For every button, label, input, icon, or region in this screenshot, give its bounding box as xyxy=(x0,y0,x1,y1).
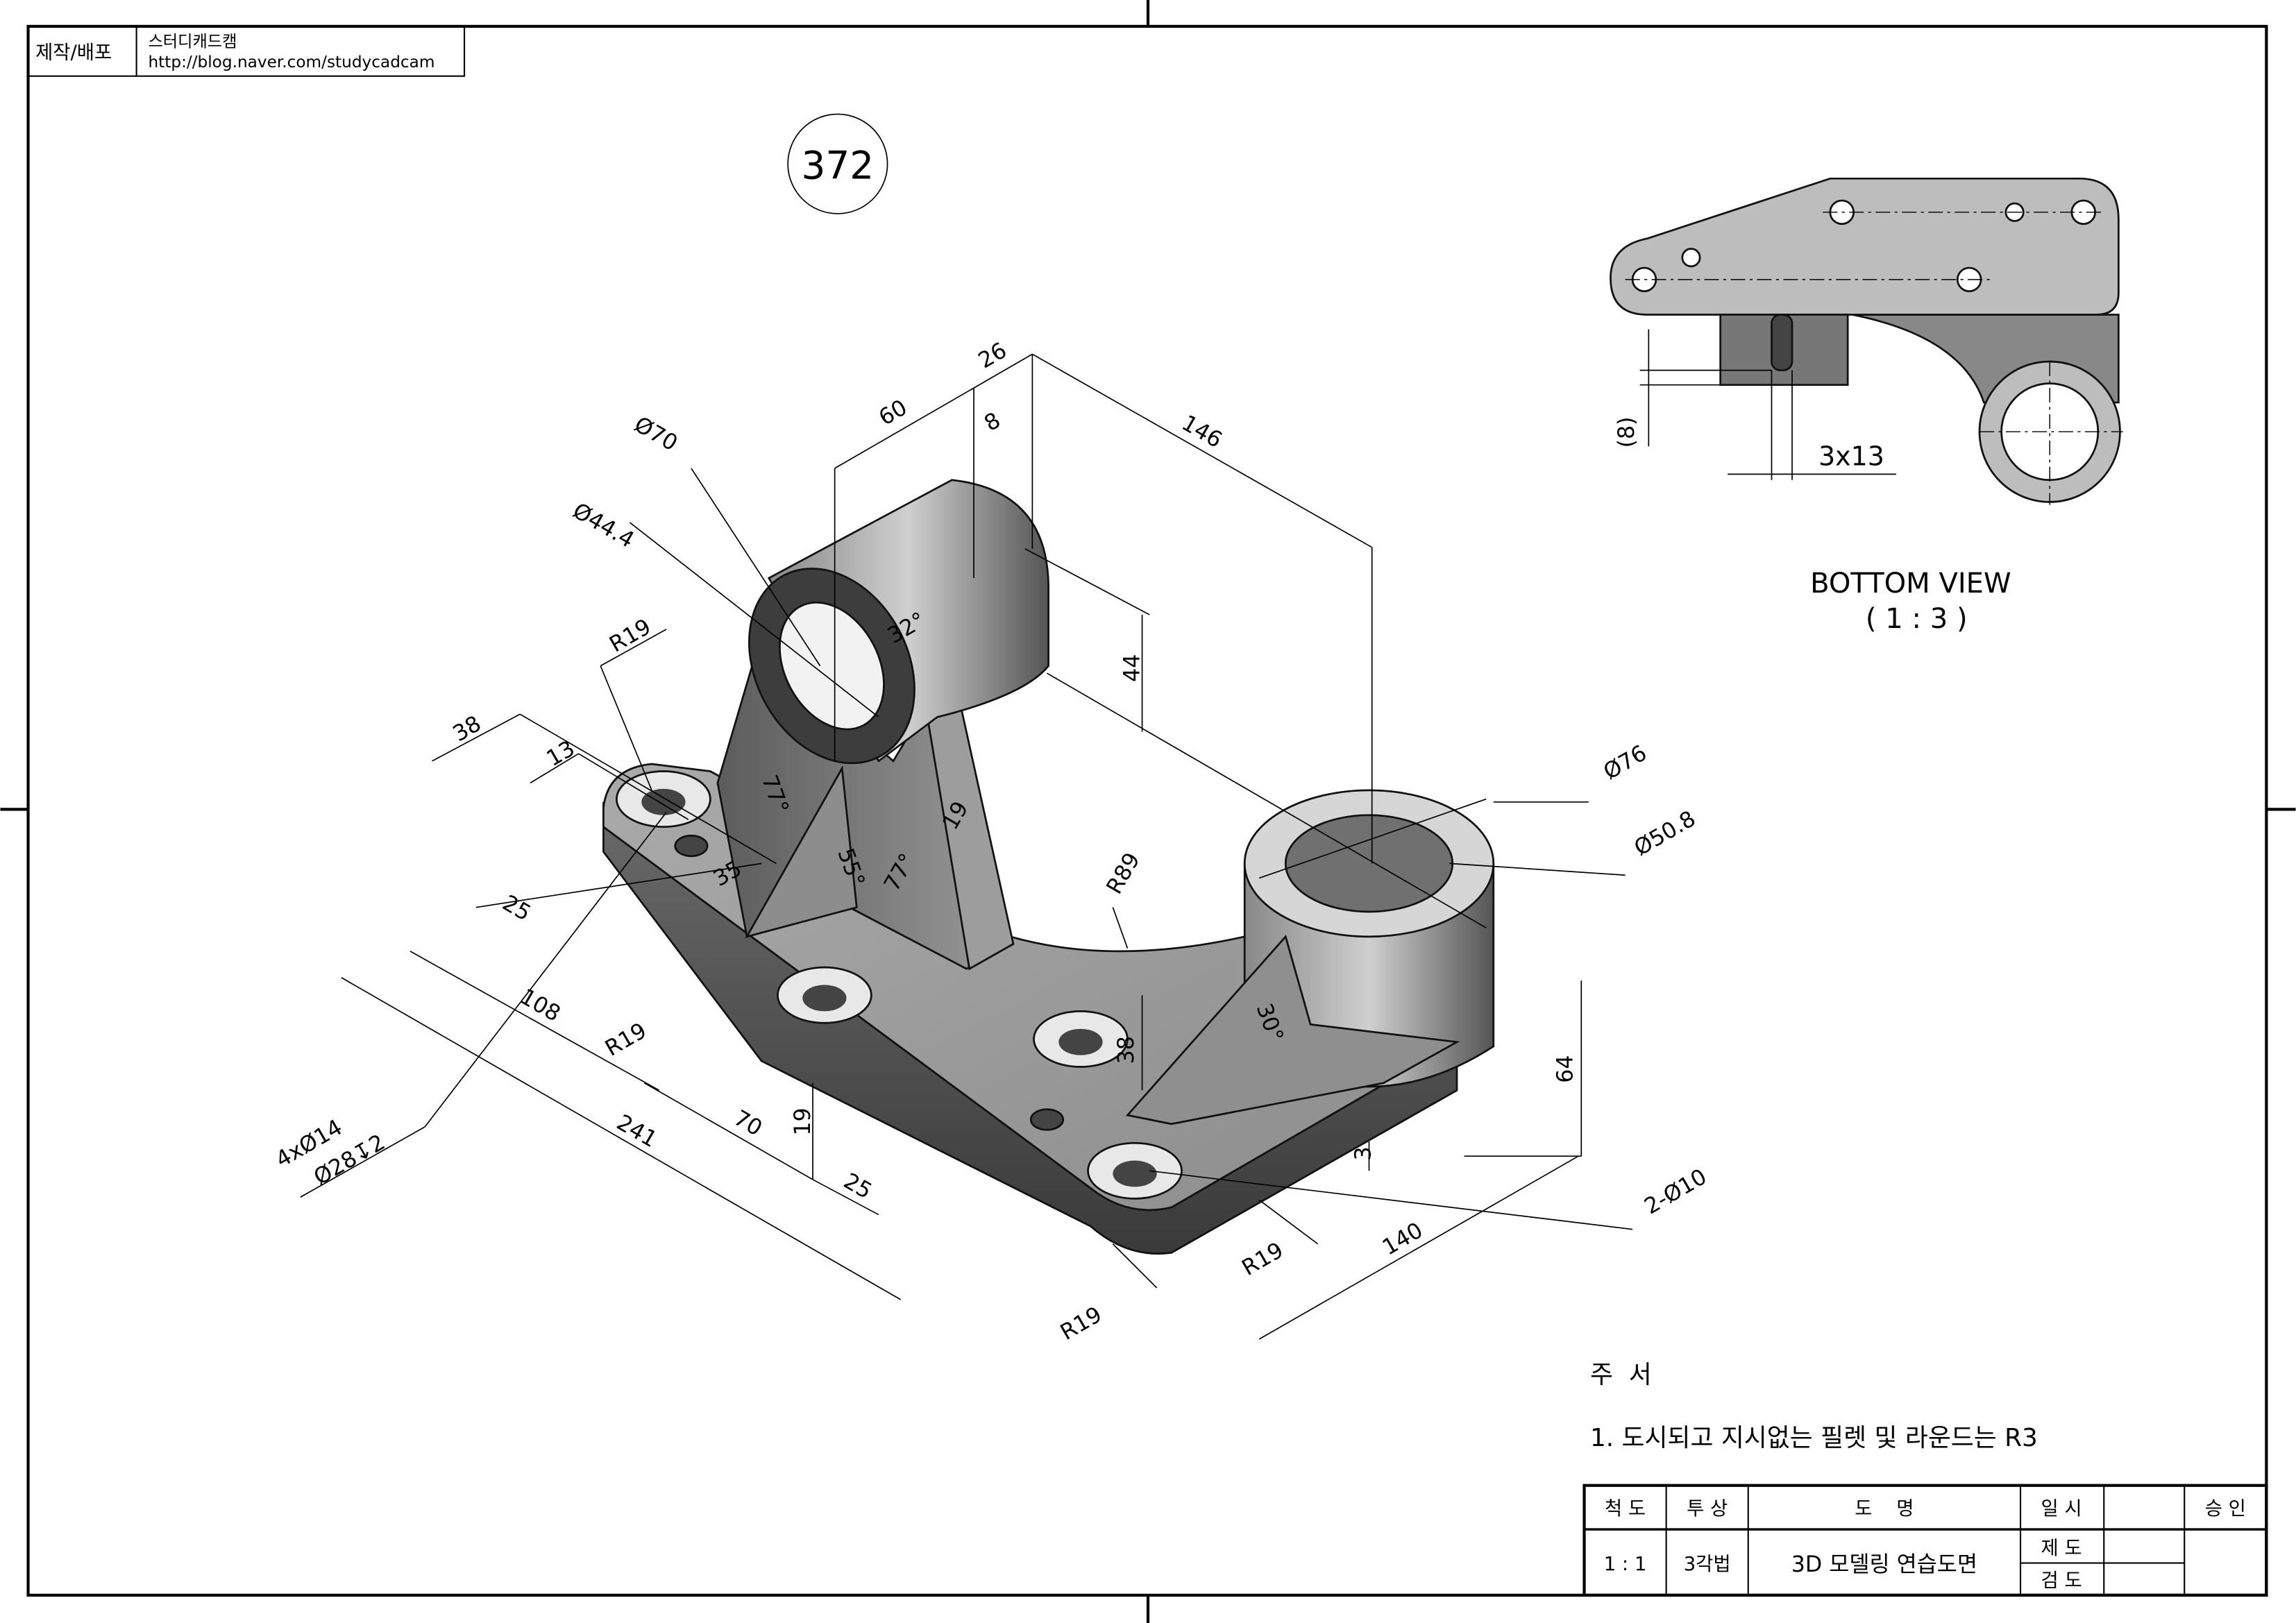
dim-70: 70 xyxy=(729,1105,766,1141)
dim-3: 3 xyxy=(1351,1146,1376,1160)
author-box: 제작/배포 스터디캐드캠 http://blog.naver.com/study… xyxy=(27,25,466,77)
bottom-view: (8) 3x13 BOTTOM VIEW ( 1 : 3 ) xyxy=(1610,177,2123,635)
isometric-part xyxy=(602,479,1495,1255)
dim-r19-d: R19 xyxy=(1056,1302,1106,1345)
dim-60: 60 xyxy=(875,395,911,430)
tb-projection-value: 3각법 xyxy=(1684,1554,1731,1575)
tb-date-label: 일 시 xyxy=(2041,1498,2082,1520)
bottom-view-slot xyxy=(1771,314,1793,371)
top-cylinder-bore xyxy=(779,601,885,731)
author-label: 제작/배포 xyxy=(35,42,112,63)
drawing-number-balloon: 372 xyxy=(787,113,888,214)
left-rib xyxy=(745,765,858,938)
bottom-view-dim-8: (8) xyxy=(1614,417,1639,448)
dim-25-b: 25 xyxy=(839,1169,876,1204)
author-url[interactable]: http://blog.naver.com/studycadcam xyxy=(148,53,434,71)
dim-8: 8 xyxy=(980,408,1004,436)
dim-19-b: 19 xyxy=(791,1107,816,1135)
dim-phi44: Ø44.4 xyxy=(568,498,639,553)
tb-approval-label: 승 인 xyxy=(2205,1498,2246,1520)
dim-13: 13 xyxy=(543,736,580,772)
counterbored-holes xyxy=(616,770,1183,1200)
dim-146: 146 xyxy=(1177,411,1226,453)
dim-38-a: 38 xyxy=(449,711,486,747)
drawing-number: 372 xyxy=(802,143,875,187)
dim-38-b: 38 xyxy=(1114,1036,1139,1064)
dim-r19-b: R19 xyxy=(601,1018,651,1061)
tb-checked-label: 검 도 xyxy=(2041,1570,2082,1591)
dim-25-a: 25 xyxy=(498,890,535,926)
tb-name-value: 3D 모델링 연습도면 xyxy=(1791,1552,1977,1577)
right-cylinder-bore xyxy=(1284,814,1454,913)
dim-phi50: Ø50.8 xyxy=(1630,806,1700,861)
dim-holes-2: 2-Ø10 xyxy=(1640,1164,1711,1220)
notes-heading: 주 서 xyxy=(1590,1361,1652,1389)
dim-r19-a: R19 xyxy=(605,614,655,657)
dim-26: 26 xyxy=(974,338,1011,373)
bottom-view-title: BOTTOM VIEW xyxy=(1810,568,2011,600)
dim-241: 241 xyxy=(612,1110,661,1153)
dim-108: 108 xyxy=(516,984,564,1026)
bottom-view-scale: ( 1 : 3 ) xyxy=(1866,603,1968,635)
tb-scale-label: 척 도 xyxy=(1605,1498,1646,1520)
dim-r19-c: R19 xyxy=(1238,1238,1288,1281)
author-name: 스터디캐드캠 xyxy=(148,32,237,51)
notes-item-1: 1. 도시되고 지시없는 필렛 및 라운드는 R3 xyxy=(1590,1424,2038,1452)
right-rib xyxy=(1125,935,1460,1125)
bottom-view-plate xyxy=(1610,177,2120,316)
tb-name-label: 도 명 xyxy=(1855,1498,1914,1520)
dim-44: 44 xyxy=(1120,654,1145,682)
dim-phi70: Ø70 xyxy=(630,412,682,457)
tb-projection-label: 투 상 xyxy=(1687,1498,1728,1520)
tb-drawn-label: 제 도 xyxy=(2041,1538,2082,1559)
notes: 주 서 1. 도시되고 지시없는 필렛 및 라운드는 R3 xyxy=(1590,1361,2038,1452)
dimension-lines xyxy=(300,353,1633,1340)
title-block: 척 도 투 상 도 명 일 시 승 인 1 : 1 3각법 3D 모델링 연습도… xyxy=(1582,1484,2268,1597)
dim-r89: R89 xyxy=(1102,849,1145,899)
tb-scale-value: 1 : 1 xyxy=(1604,1554,1647,1575)
small-holes xyxy=(674,834,1065,1131)
bottom-view-dim-slot: 3x13 xyxy=(1818,441,1884,472)
dim-64: 64 xyxy=(1553,1055,1578,1082)
dim-140: 140 xyxy=(1378,1218,1427,1260)
dim-phi76: Ø76 xyxy=(1599,740,1651,785)
